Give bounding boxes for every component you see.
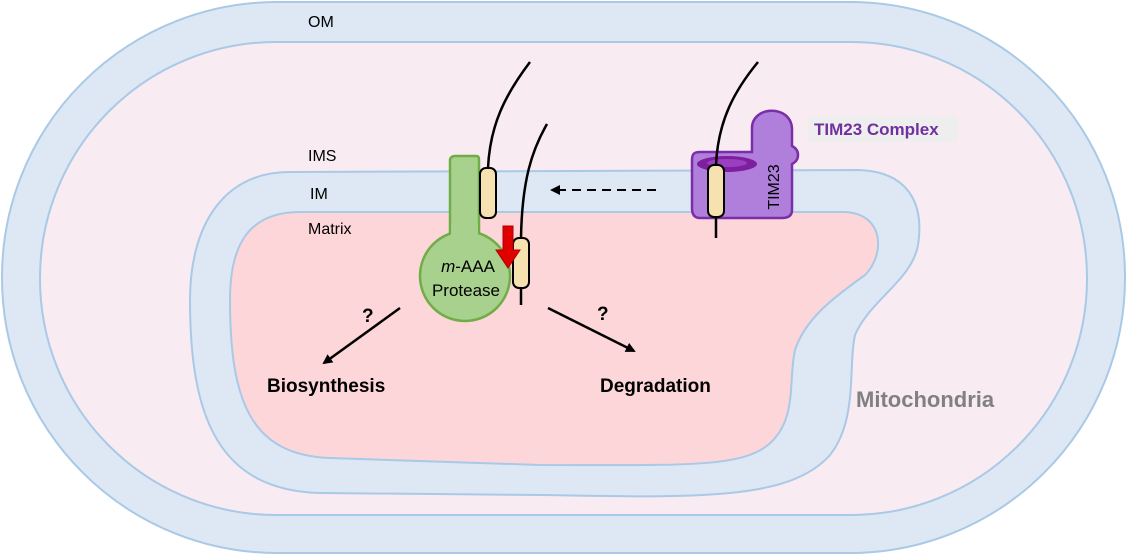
tim23-protein-strand	[714, 61, 759, 238]
protease-protein-strand-1	[486, 61, 531, 218]
protease-helix-segment-2	[512, 237, 530, 289]
protease-label-line2: Protease	[432, 281, 500, 300]
tim23-helix-segment	[707, 164, 725, 218]
protease-neck-cover	[451, 225, 478, 237]
ims-label: IMS	[308, 148, 336, 165]
biosynthesis-arrow	[322, 306, 401, 365]
question-mark-right: ?	[597, 304, 609, 325]
protease-helix-segment-1	[479, 167, 497, 219]
matrix-label: Matrix	[308, 221, 352, 238]
om-label: OM	[308, 14, 334, 31]
degradation-arrow	[547, 306, 636, 353]
protease-m: m	[441, 257, 455, 276]
mitochondria-label: Mitochondria	[856, 387, 995, 412]
tim23-complex-label: TIM23 Complex	[814, 120, 939, 139]
protease-head-icon	[418, 229, 512, 323]
tim23-label: TIM23	[766, 164, 783, 209]
question-mark-left: ?	[362, 306, 374, 327]
red-down-arrow-icon	[495, 225, 521, 269]
protease-label-line1: m-AAA	[441, 257, 496, 276]
protease-aaa: -AAA	[455, 257, 495, 276]
biosynthesis-label: Biosynthesis	[267, 376, 385, 397]
m-aaa-protease: m-AAA Protease	[418, 154, 512, 323]
tim23-complex-label-bg	[808, 116, 958, 142]
matrix	[228, 211, 879, 467]
im-label: IM	[310, 186, 328, 203]
degradation-label: Degradation	[600, 376, 711, 397]
protease-protein-strand-2	[519, 123, 549, 305]
